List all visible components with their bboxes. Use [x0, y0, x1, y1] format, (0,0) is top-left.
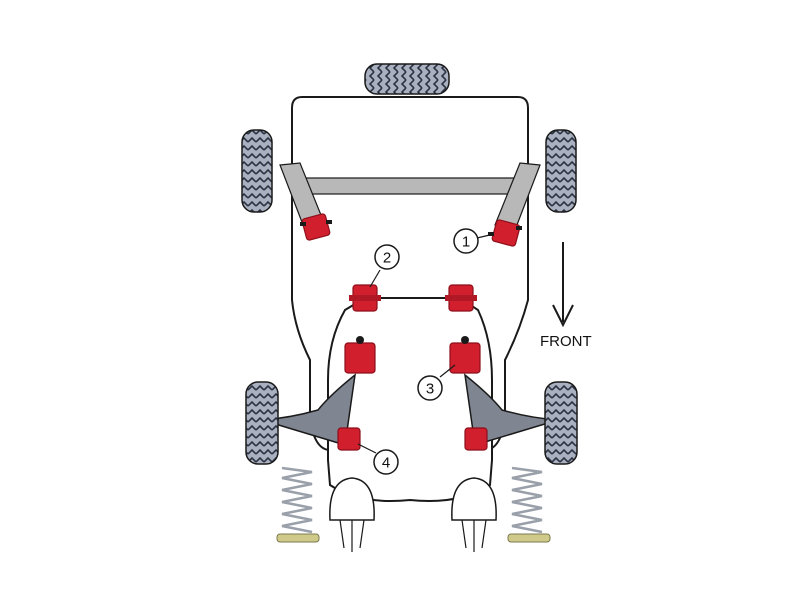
bush-1-left — [300, 213, 332, 241]
front-subframe — [327, 297, 493, 502]
callout-2: 2 — [369, 244, 400, 288]
lower-arm-right — [463, 373, 559, 446]
bush-2-right — [445, 284, 477, 312]
lower-arm-left — [261, 373, 357, 446]
spare-wheel — [364, 63, 450, 95]
callout-1-number: 1 — [462, 234, 470, 251]
spring-left — [276, 466, 320, 543]
front-left-wheel — [245, 381, 279, 465]
bush-2-left — [349, 284, 381, 312]
cv-boot-right — [451, 477, 497, 552]
front-right-wheel — [544, 381, 578, 465]
callout-4-number: 4 — [382, 455, 390, 472]
callout-1: 1 — [453, 228, 495, 254]
callout-4: 4 — [357, 443, 399, 475]
spring-right — [507, 466, 551, 543]
callout-3-number: 3 — [426, 381, 434, 398]
bush-3-right — [449, 336, 481, 374]
front-label: FRONT — [540, 333, 592, 350]
bush-4-right — [464, 427, 488, 451]
rear-left-wheel — [241, 129, 273, 213]
cv-boot-left — [329, 477, 375, 552]
rear-axle — [279, 162, 541, 231]
bush-1-right — [488, 219, 522, 247]
front-direction-arrow — [552, 242, 574, 328]
rear-right-wheel — [545, 129, 577, 213]
bush-3-left — [344, 336, 376, 374]
bush-4-left — [337, 427, 361, 451]
callout-2-number: 2 — [383, 250, 391, 267]
callout-3: 3 — [417, 364, 456, 401]
